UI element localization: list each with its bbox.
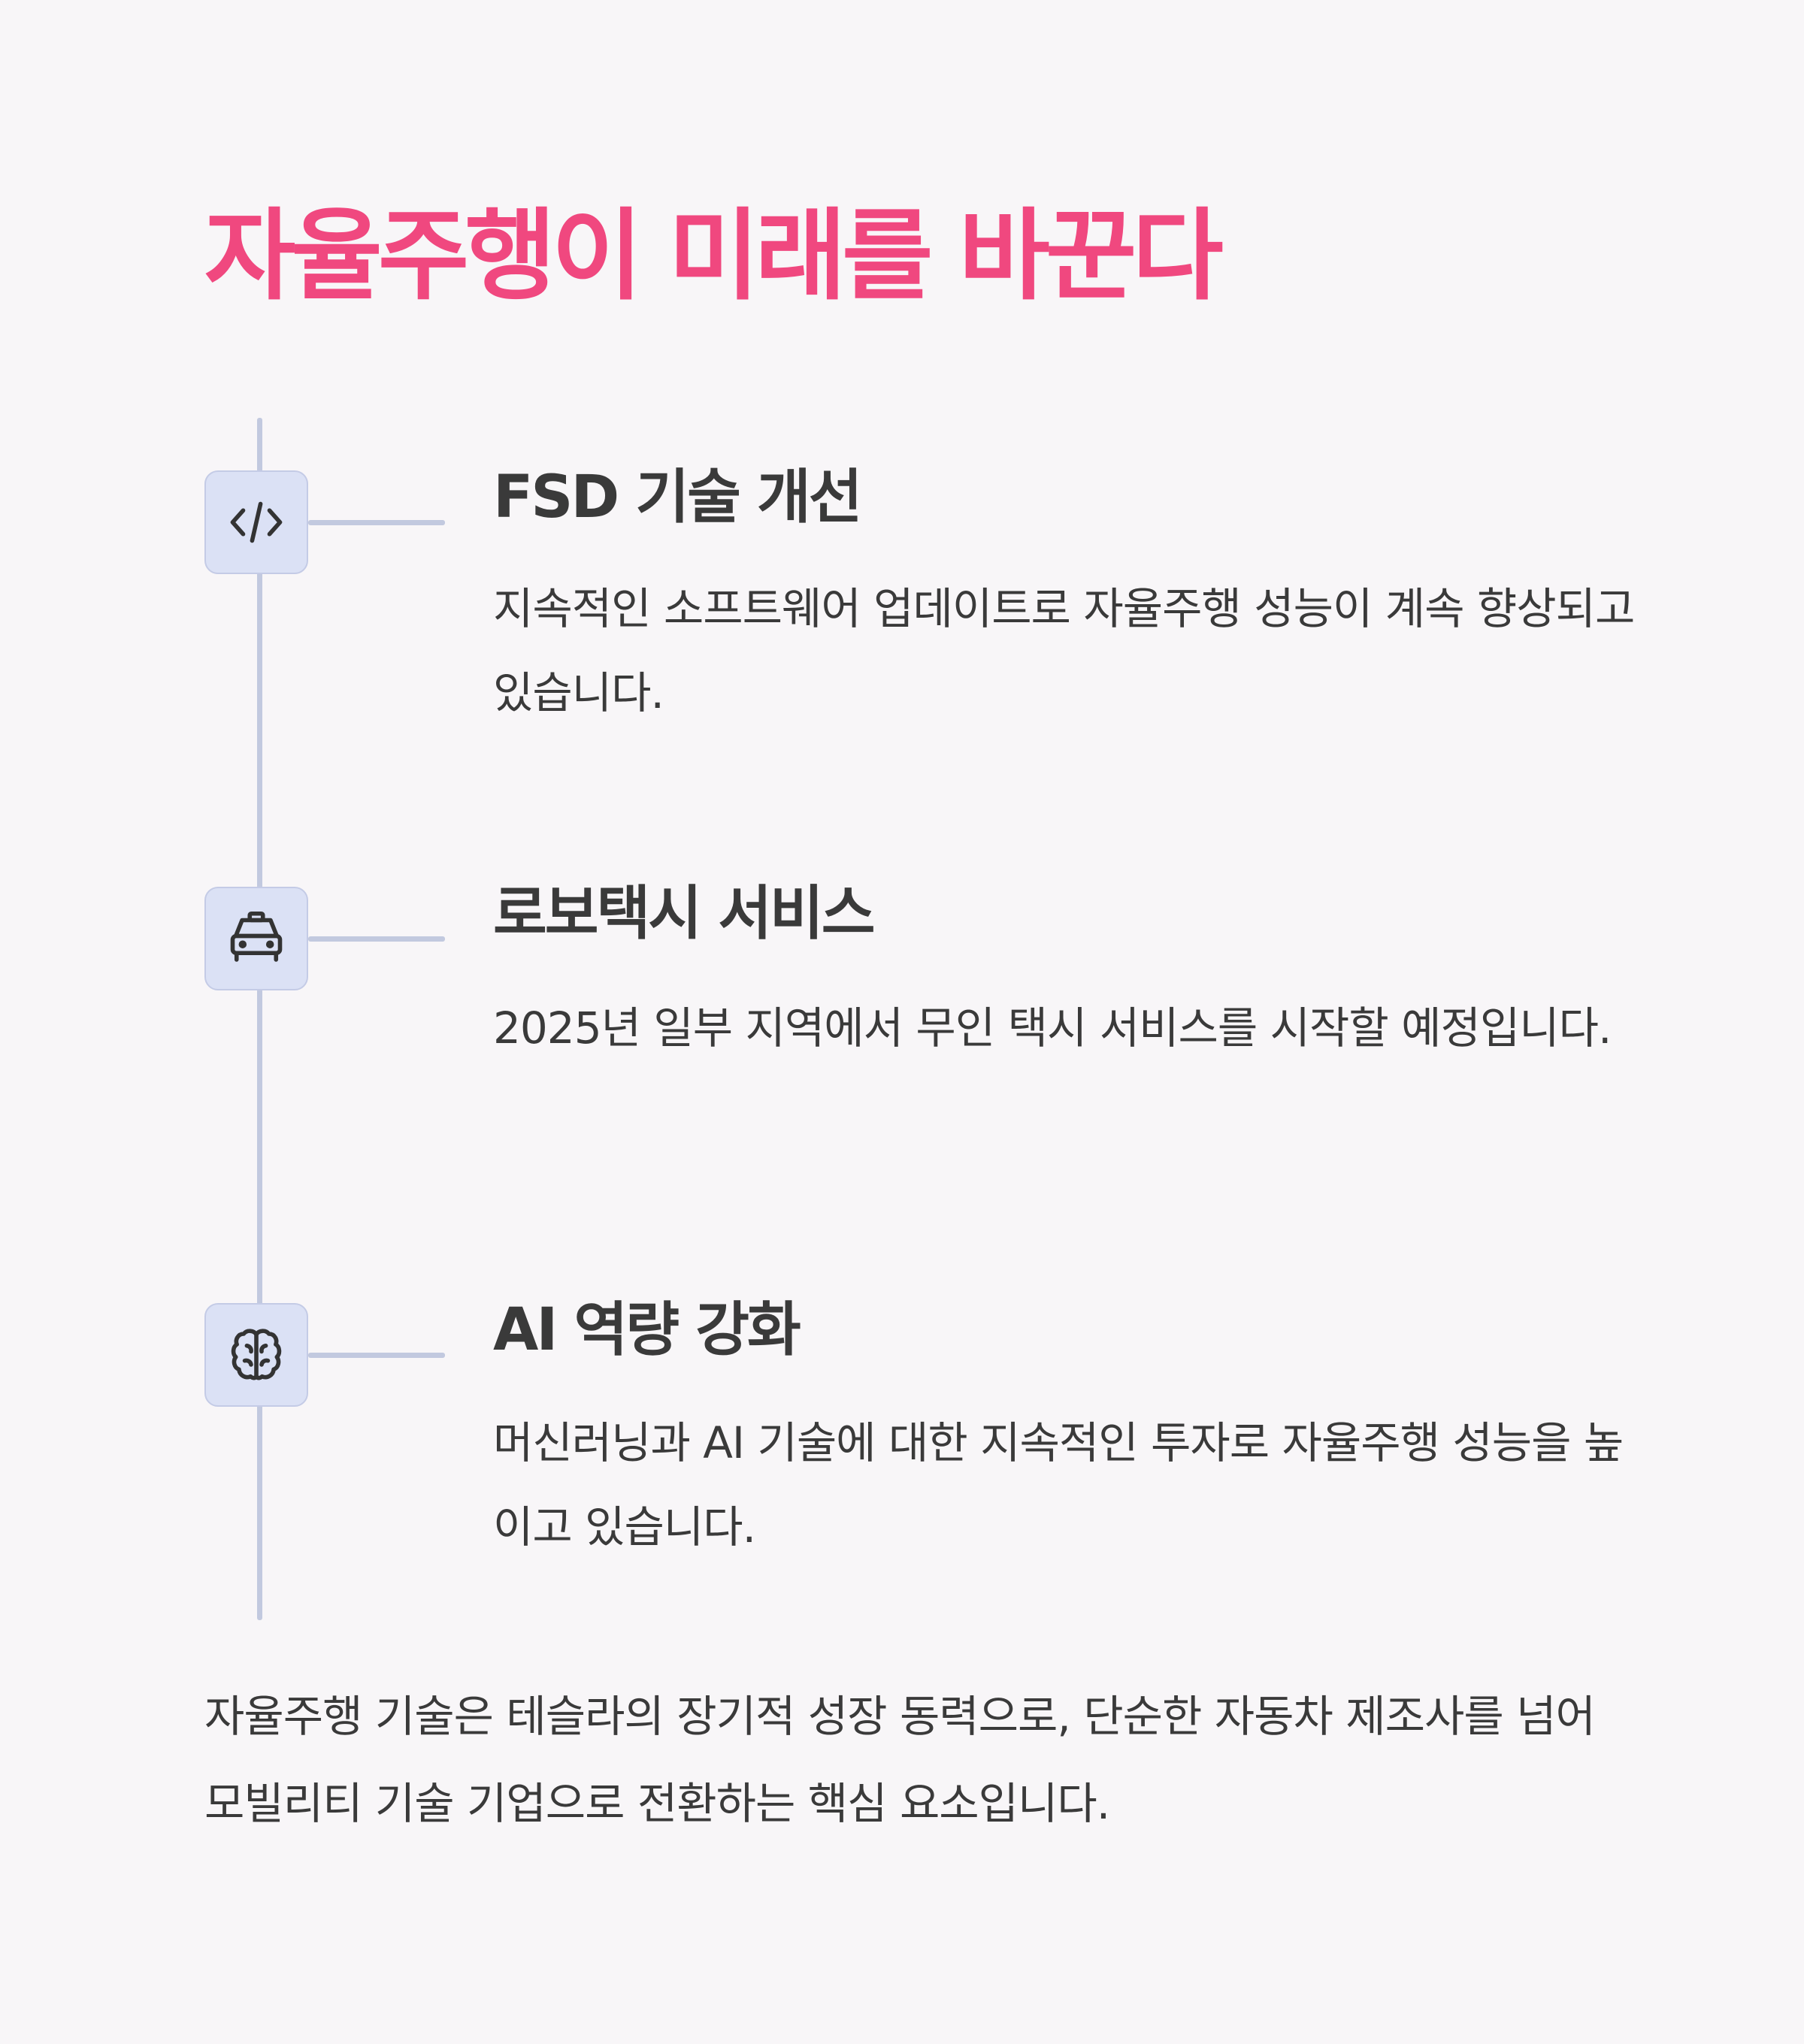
brain-icon: [204, 1303, 308, 1407]
item-title: 로보택시 서비스: [493, 880, 875, 948]
code-icon: [204, 470, 308, 574]
timeline-line: [257, 418, 262, 1620]
item-description: 2025년 일부 지역에서 무인 택시 서비스를 시작할 예정입니다.: [493, 1002, 1612, 1054]
timeline-connector: [308, 520, 445, 525]
summary-text: 자율주행 기술은 테슬라의 장기적 성장 동력으로, 단순한 자동차 제조사를 …: [204, 1691, 1596, 1829]
item-title: AI 역량 강화: [493, 1296, 801, 1364]
timeline-connector: [308, 1353, 445, 1358]
taxi-icon: [204, 887, 308, 990]
item-description: 지속적인 소프트웨어 업데이트로 자율주행 성능이 계속 향상되고 있습니다.: [493, 583, 1635, 718]
item-description: 머신러닝과 AI 기술에 대한 지속적인 투자로 자율주행 성능을 높이고 있습…: [493, 1417, 1624, 1553]
item-title: FSD 기술 개선: [493, 464, 863, 531]
timeline-connector: [308, 936, 445, 942]
page-title: 자율주행이 미래를 바꾼다: [204, 198, 1224, 314]
